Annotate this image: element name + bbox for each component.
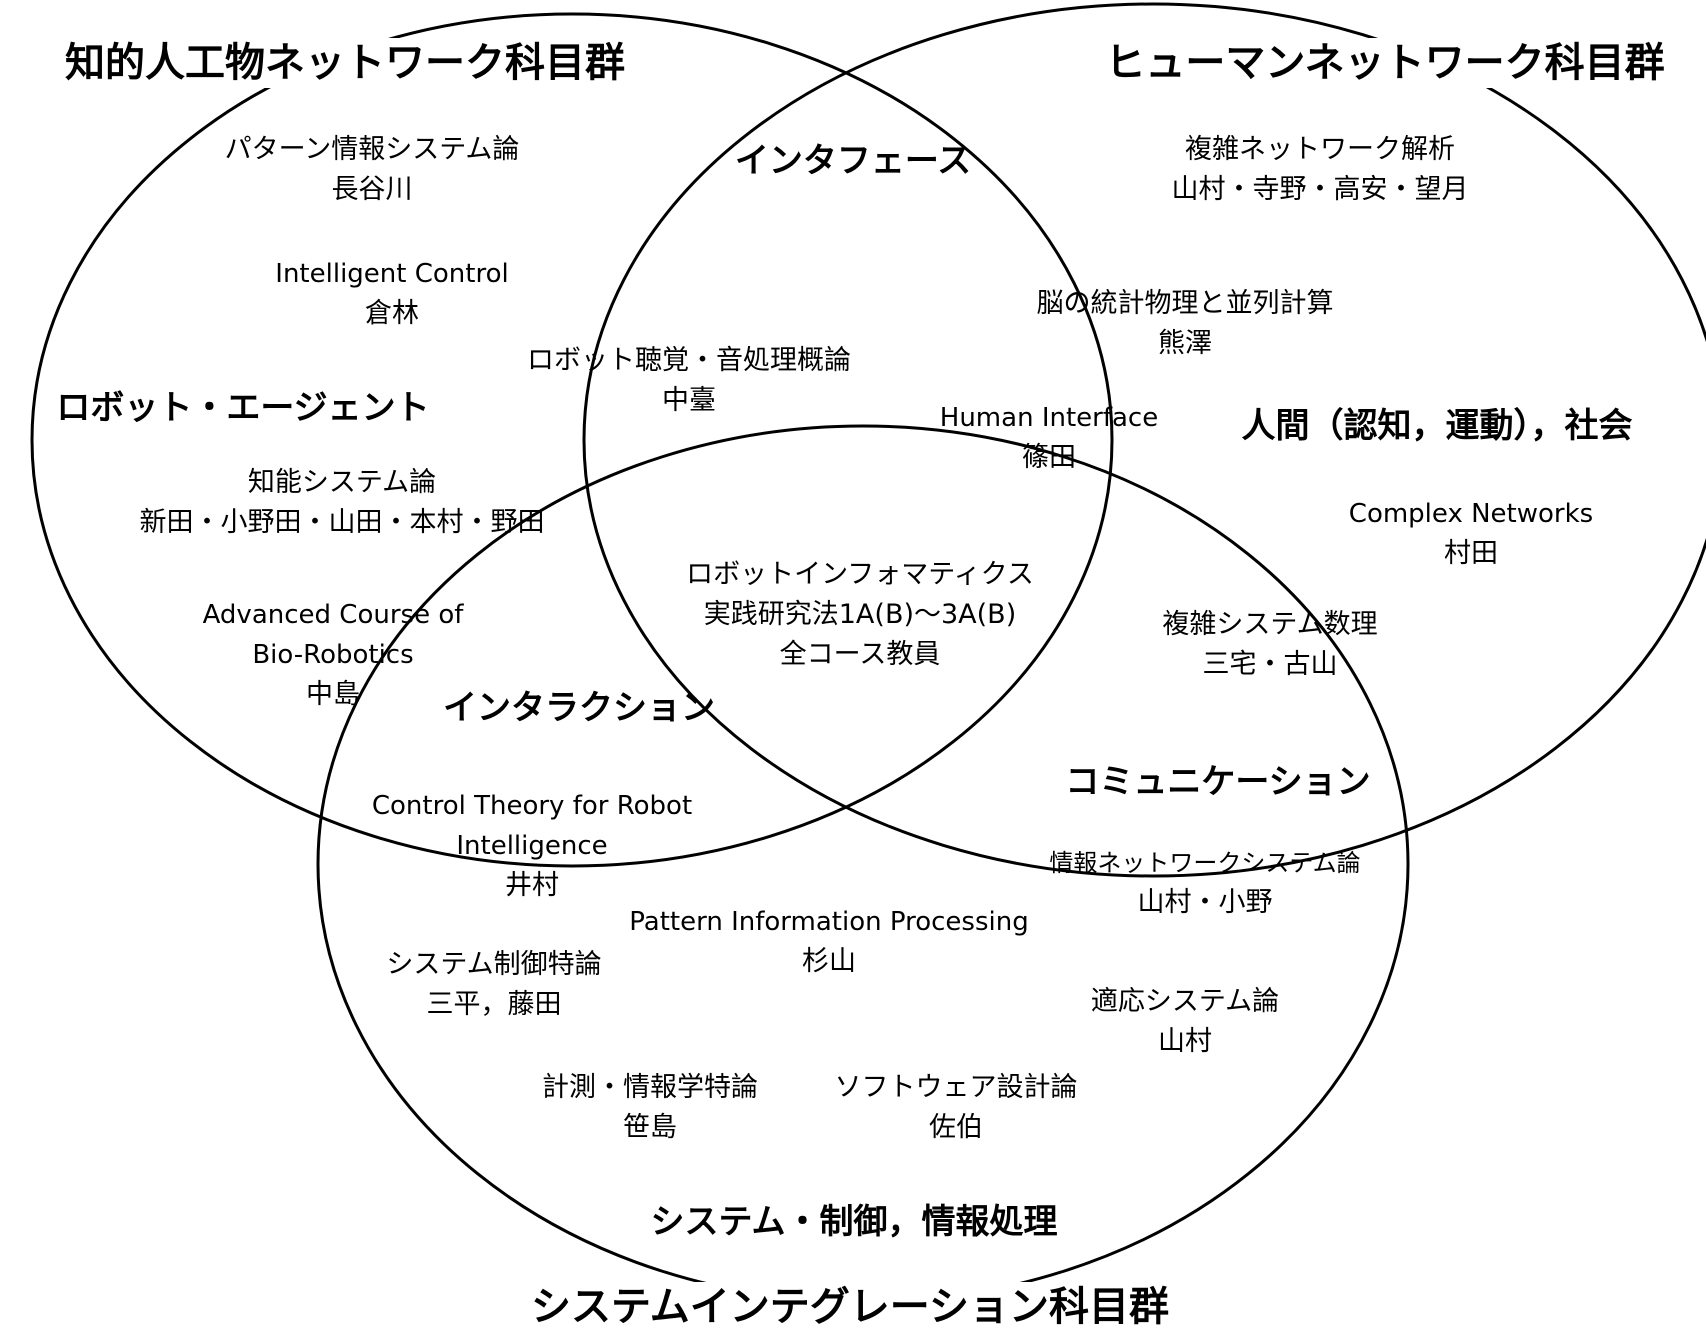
course-pattern-info-processing: Pattern Information Processing 杉山	[629, 902, 1028, 982]
course-intelligent-systems: 知能システム論 新田・小野田・山田・本村・野田	[140, 463, 545, 543]
course-title: Complex Networks	[1348, 499, 1594, 529]
course-title: 知能システム論	[247, 467, 437, 498]
course-teacher: 中島	[305, 679, 360, 710]
course-teacher: 村田	[1443, 538, 1498, 569]
course-title: 適応システム論	[1090, 986, 1280, 1017]
course-pattern-info-system: パターン情報システム論 長谷川	[225, 130, 520, 210]
region-robot-agent: ロボット・エージェント	[56, 388, 430, 428]
course-teacher: 全コース教員	[779, 639, 941, 670]
course-bio-robotics: Advanced Course of Bio-Robotics 中島	[203, 595, 464, 715]
course-info-network-systems: 情報ネットワークシステム論 山村・小野	[1049, 843, 1360, 923]
course-complex-networks: Complex Networks 村田	[1349, 494, 1593, 574]
course-title: ソフトウェア設計論	[834, 1072, 1078, 1103]
course-title-2: Bio-Robotics	[252, 640, 414, 670]
course-teacher: 篠田	[1022, 442, 1076, 473]
region-interaction: インタラクション	[443, 688, 715, 728]
course-title: 計測・情報学特論	[542, 1072, 758, 1103]
course-measurement-informatics: 計測・情報学特論 笹島	[542, 1068, 758, 1148]
course-teacher: 中臺	[662, 385, 716, 416]
circle-intelligent-artifact-network	[30, 12, 1114, 868]
region-communication: コミュニケーション	[1065, 762, 1371, 802]
course-title: Intelligent Control	[275, 259, 509, 289]
group-title-system-integration: システムインテグレーション科目群	[525, 1282, 1175, 1332]
region-human-society: 人間（認知，運動），社会	[1241, 406, 1633, 446]
course-teacher: 長谷川	[331, 174, 413, 205]
course-teacher: 山村・寺野・高安・望月	[1171, 174, 1469, 205]
course-title: Advanced Course of	[202, 600, 464, 630]
course-teacher: 井村	[505, 870, 559, 901]
course-teacher: 熊澤	[1158, 328, 1212, 359]
course-title: 複雑システム数理	[1162, 609, 1378, 640]
course-title: パターン情報システム論	[224, 134, 520, 165]
course-teacher: 倉林	[365, 298, 419, 329]
course-title: ロボット聴覚・音処理概論	[527, 345, 851, 376]
course-software-design: ソフトウェア設計論 佐伯	[835, 1068, 1078, 1148]
course-control-theory-robot: Control Theory for Robot Intelligence 井村	[372, 786, 692, 906]
group-title-intelligent-artifact: 知的人工物ネットワーク科目群	[59, 38, 631, 88]
course-title: 複雑ネットワーク解析	[1185, 134, 1455, 165]
course-complex-network-analysis: 複雑ネットワーク解析 山村・寺野・高安・望月	[1172, 130, 1469, 210]
course-human-interface: Human Interface 篠田	[940, 398, 1158, 478]
course-teacher: 佐伯	[929, 1112, 983, 1143]
course-title: Control Theory for Robot	[371, 791, 693, 821]
course-adaptive-systems: 適応システム論 山村	[1091, 982, 1279, 1062]
course-complex-system-math: 複雑システム数理 三宅・古山	[1162, 605, 1377, 685]
course-title-2: 実践研究法1A(B)～3A(B)	[703, 599, 1017, 630]
course-robot-informatics: ロボットインフォマティクス 実践研究法1A(B)～3A(B) 全コース教員	[686, 555, 1034, 675]
course-teacher: 山村・小野	[1137, 887, 1273, 918]
course-teacher: 山村	[1157, 1026, 1212, 1057]
course-title: システム制御特論	[386, 949, 602, 980]
course-title-2: Intelligence	[456, 831, 608, 861]
course-title: 脳の統計物理と並列計算	[1036, 288, 1334, 319]
course-teacher: 杉山	[801, 946, 856, 977]
course-intelligent-control: Intelligent Control 倉林	[275, 254, 508, 334]
group-title-human-network: ヒューマンネットワーク科目群	[1099, 38, 1671, 88]
course-system-control-special: システム制御特論 三平，藤田	[386, 945, 601, 1025]
course-robot-audition: ロボット聴覚・音処理概論 中臺	[527, 341, 851, 421]
course-title: 情報ネットワークシステム論	[1049, 849, 1361, 877]
region-system-control: システム・制御，情報処理	[650, 1202, 1058, 1242]
course-title: Pattern Information Processing	[629, 907, 1029, 937]
course-title: ロボットインフォマティクス	[686, 559, 1034, 590]
course-teacher: 笹島	[623, 1112, 677, 1143]
circle-human-network	[582, 2, 1706, 878]
course-title: Human Interface	[939, 403, 1159, 433]
course-teacher: 三平，藤田	[426, 989, 562, 1020]
course-brain-statistical-physics: 脳の統計物理と並列計算 熊澤	[1037, 284, 1334, 364]
course-teacher: 新田・小野田・山田・本村・野田	[139, 507, 545, 538]
course-teacher: 三宅・古山	[1202, 649, 1338, 680]
region-interface: インタフェース	[734, 141, 972, 181]
